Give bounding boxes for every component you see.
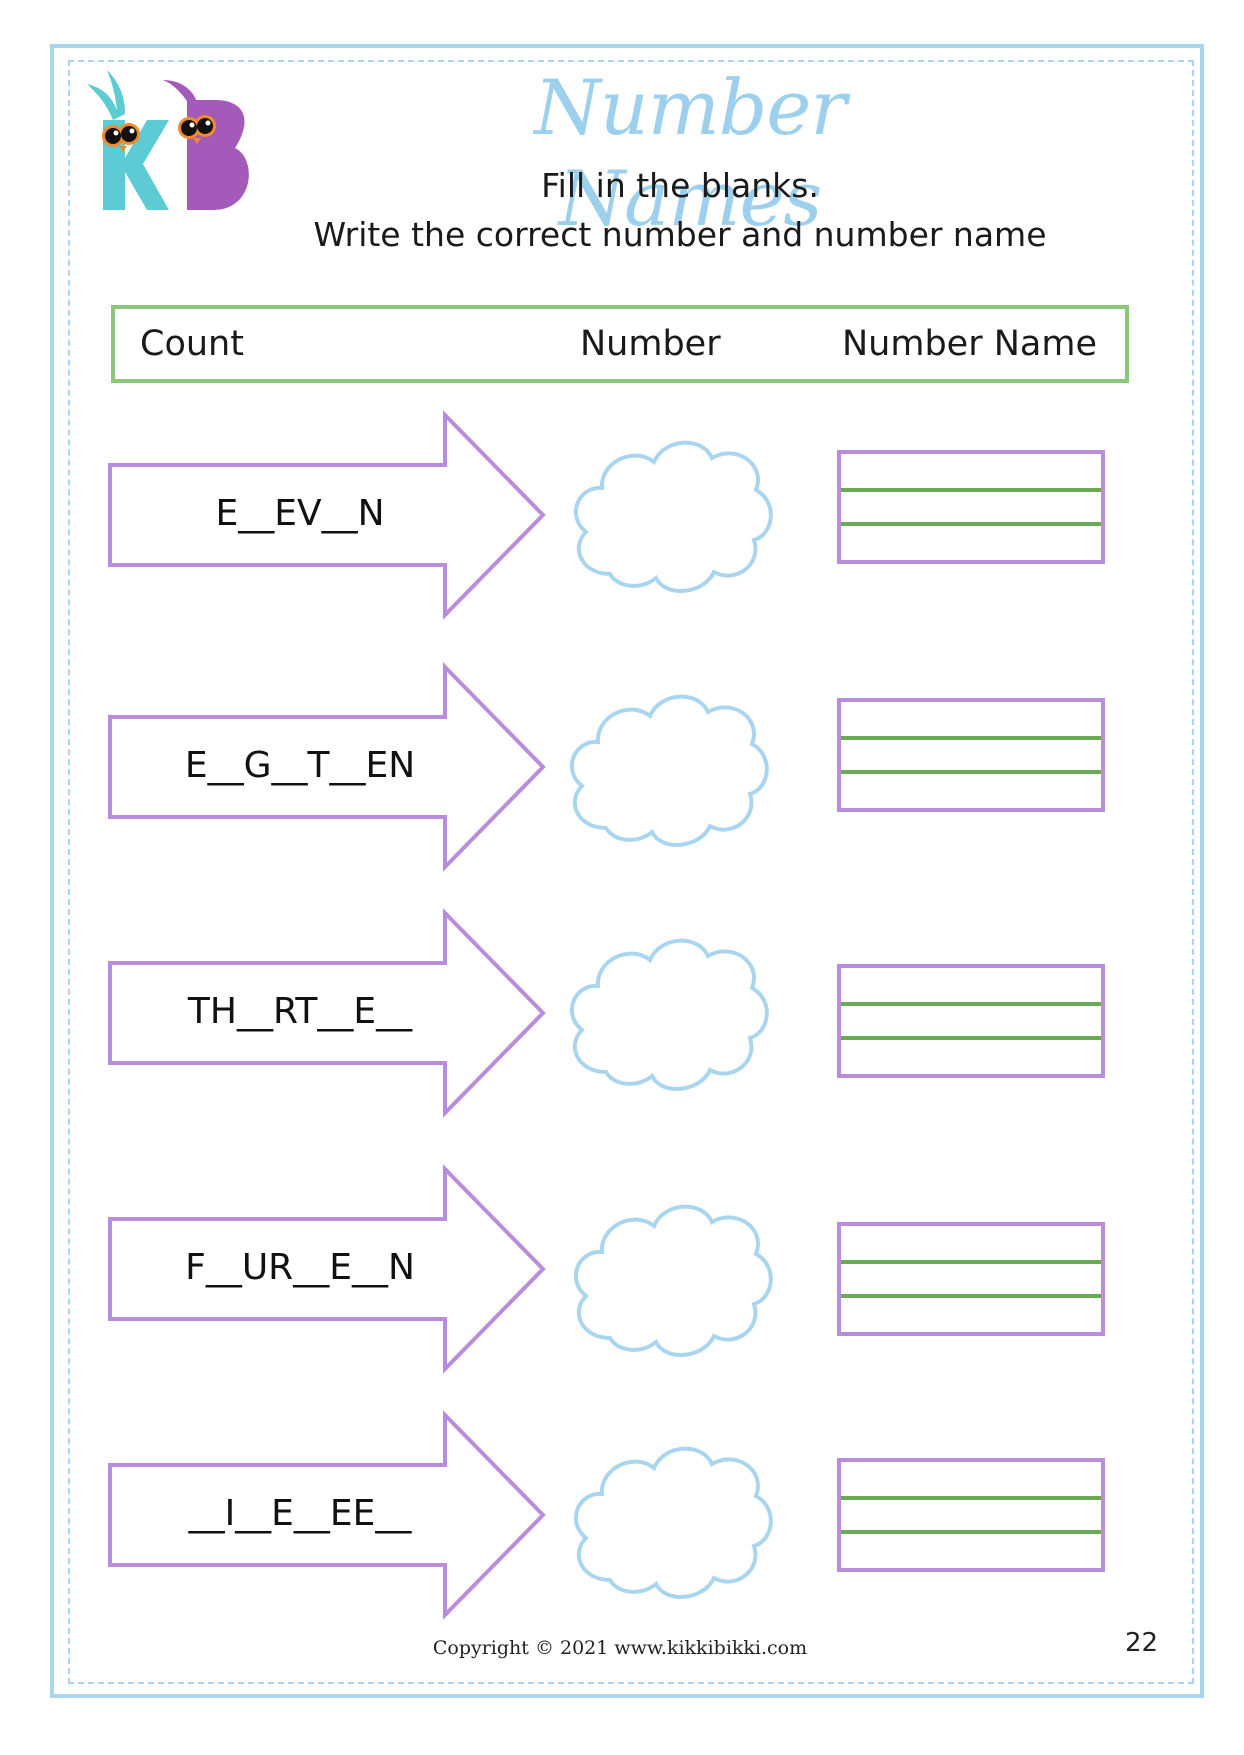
writing-guide-lines	[841, 1496, 1101, 1534]
arrow-shape	[108, 410, 546, 620]
page-number: 22	[1125, 1628, 1159, 1658]
cloud-number-input[interactable]	[560, 1188, 780, 1368]
number-name-writing-lines[interactable]	[837, 1458, 1105, 1572]
page-border	[50, 44, 1204, 1698]
column-header-box	[111, 305, 1129, 383]
instruction-fill-blanks: Fill in the blanks.	[541, 166, 819, 205]
page-dashed-border	[68, 60, 1194, 1684]
cloud-number-input[interactable]	[556, 678, 776, 858]
instruction-write-number: Write the correct number and number name	[313, 215, 1047, 254]
row-1-clue: E__EV__N	[215, 493, 385, 534]
writing-guide-lines	[841, 1260, 1101, 1298]
number-name-writing-lines[interactable]	[837, 450, 1105, 564]
arrow-shape	[108, 662, 546, 872]
copyright-footer: Copyright © 2021 www.kikkibikki.com	[432, 1637, 808, 1659]
row-4-clue: F__UR__E__N	[185, 1247, 415, 1288]
column-header-number-name: Number Name	[842, 324, 1097, 364]
page-title: Number Names	[534, 63, 846, 244]
cloud-number-input[interactable]	[560, 424, 780, 604]
kb-logo-icon	[87, 70, 249, 210]
column-header-count: Count	[140, 324, 244, 364]
arrow-shape	[108, 1410, 546, 1620]
number-name-writing-lines[interactable]	[837, 1222, 1105, 1336]
cloud-number-input[interactable]	[556, 922, 776, 1102]
arrow-shape	[108, 908, 546, 1118]
number-name-writing-lines[interactable]	[837, 698, 1105, 812]
cloud-number-input[interactable]	[560, 1430, 780, 1610]
arrow-shape	[108, 1164, 546, 1374]
row-3-clue: TH__RT__E__	[187, 991, 413, 1032]
number-name-writing-lines[interactable]	[837, 964, 1105, 1078]
row-5-clue: __I__E__EE__	[188, 1493, 412, 1534]
row-2-clue: E__G__T__EN	[184, 745, 416, 786]
writing-guide-lines	[841, 1002, 1101, 1040]
writing-guide-lines	[841, 488, 1101, 526]
writing-guide-lines	[841, 736, 1101, 774]
column-header-number: Number	[580, 324, 721, 364]
